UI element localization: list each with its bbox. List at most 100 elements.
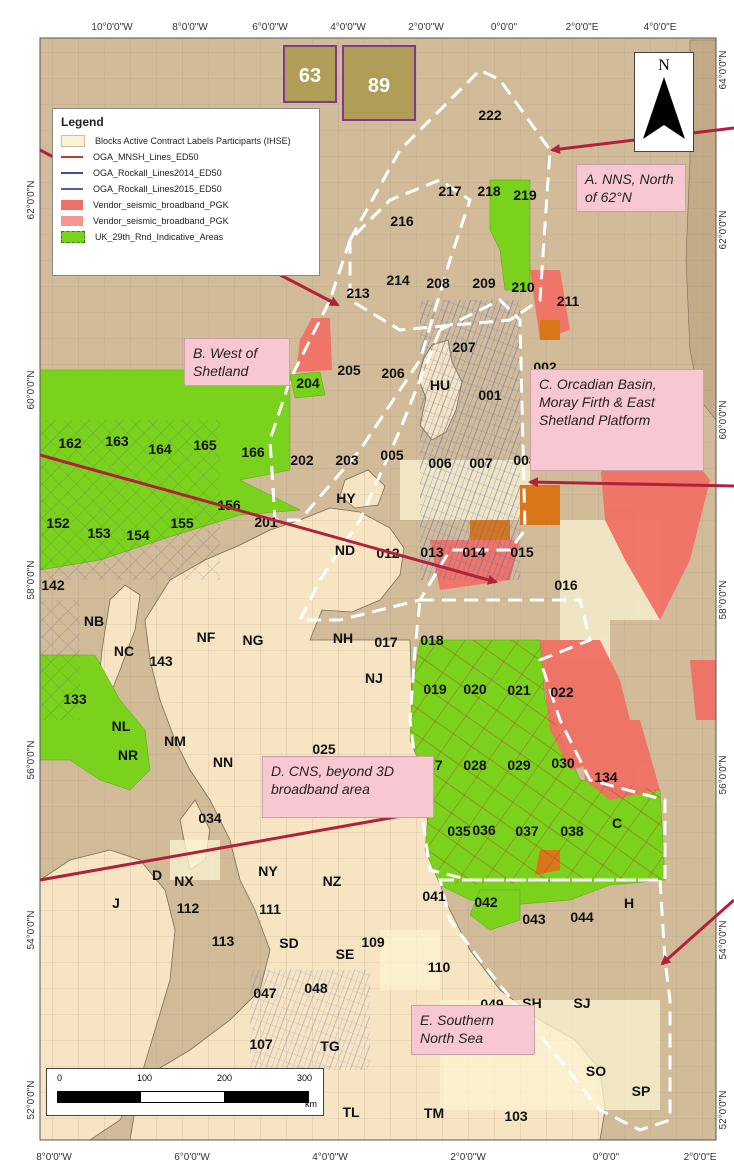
block-label: 216	[390, 213, 414, 229]
block-label: 022	[550, 684, 574, 700]
callout-c-orcadian-basin: C. Orcadian Basin, Moray Firth & East Sh…	[530, 369, 704, 471]
block-label: 163	[105, 433, 129, 449]
lat-label: 54°0'0"N	[718, 921, 729, 960]
block-label: 218	[477, 183, 501, 199]
lon-label: 4°0'0"W	[330, 22, 366, 33]
scale-bar: 0 100 200 300 km	[46, 1068, 324, 1116]
bottom-longitude-labels: 8°0'0"W 6°0'0"W 4°0'0"W 2°0'0"W 0°0'0" 2…	[36, 1152, 717, 1163]
lon-label: 6°0'0"W	[252, 22, 288, 33]
scale-bar-graphic	[57, 1091, 309, 1103]
block-label: 005	[380, 447, 404, 463]
lon-label: 2°0'0"W	[450, 1152, 486, 1163]
lat-label: 56°0'0"N	[718, 756, 729, 795]
block-label: NM	[164, 733, 186, 749]
block-label: 020	[463, 681, 487, 697]
lat-label: 58°0'0"N	[718, 581, 729, 620]
block-label: 037	[515, 823, 539, 839]
block-label: ND	[335, 542, 355, 558]
legend-label: UK_29th_Rnd_Indicative_Areas	[95, 232, 224, 242]
scale-unit: km	[305, 1099, 317, 1109]
legend-label: Vendor_seismic_broadband_PGK	[93, 200, 229, 210]
block-label: 034	[198, 810, 222, 826]
block-label: 107	[249, 1036, 273, 1052]
block-label: 001	[478, 387, 502, 403]
block-label: 048	[304, 980, 328, 996]
block-label: 036	[472, 822, 496, 838]
map-frame	[39, 37, 717, 1141]
scale-tick-label: 300	[297, 1073, 313, 1083]
block-label: 155	[170, 515, 194, 531]
lon-label: 8°0'0"W	[172, 22, 208, 33]
right-latitude-labels: 64°0'0"N 62°0'0"N 60°0'0"N 58°0'0"N 56°0…	[718, 51, 729, 1130]
block-label: 025	[312, 741, 336, 757]
legend-item: OGA_MNSH_Lines_ED50	[61, 149, 319, 165]
block-label: 210	[511, 279, 535, 295]
block-label: TL	[342, 1104, 360, 1120]
block-label: 103	[504, 1108, 528, 1124]
block-label: NG	[243, 632, 264, 648]
block-label: 042	[474, 894, 498, 910]
block-label: 110	[428, 959, 451, 975]
block-label: 209	[472, 275, 496, 291]
play-area-outlines	[268, 68, 672, 1132]
lon-label: 0°0'0"	[593, 1152, 620, 1163]
block-label: H	[624, 895, 634, 911]
block-label: 203	[335, 452, 359, 468]
block-label: 007	[469, 455, 493, 471]
block-label: NF	[197, 629, 216, 645]
legend-label: Blocks Active Contract Labels Participar…	[95, 136, 291, 146]
block-label: 015	[510, 544, 534, 560]
legend-swatch	[61, 135, 85, 147]
block-label: 035	[447, 823, 471, 839]
lat-label: 56°0'0"N	[26, 741, 37, 780]
legend-swatch	[61, 216, 83, 226]
block-label: SJ	[573, 995, 590, 1011]
block-label: 030	[551, 755, 575, 771]
legend-item: Vendor_seismic_broadband_PGK	[61, 197, 319, 213]
block-label: SE	[336, 946, 355, 962]
legend-label: OGA_Rockall_Lines2015_ED50	[93, 184, 222, 194]
quad-label: 63	[299, 65, 321, 87]
lon-label: 2°0'0"W	[408, 22, 444, 33]
block-label: J	[112, 895, 120, 911]
lat-label: 52°0'0"N	[26, 1081, 37, 1120]
block-label: 044	[570, 909, 594, 925]
block-label: 214	[386, 272, 410, 288]
lat-label: 54°0'0"N	[26, 911, 37, 950]
block-label: 217	[438, 183, 462, 199]
legend-label: Vendor_seismic_broadband_PGK	[93, 216, 229, 226]
legend-item: Vendor_seismic_broadband_PGK	[61, 213, 319, 229]
block-label: 028	[463, 757, 487, 773]
legend-swatch	[61, 200, 83, 210]
scale-tick-label: 0	[57, 1073, 63, 1083]
block-label: NH	[333, 630, 353, 646]
block-label: 154	[126, 527, 150, 543]
callout-b-west-of-shetland: B. West of Shetland	[184, 338, 290, 386]
block-label: 152	[46, 515, 70, 531]
block-label: 016	[554, 577, 578, 593]
legend-swatch	[61, 172, 83, 174]
block-label: NL	[112, 718, 131, 734]
block-label: 166	[241, 444, 265, 460]
block-label: 202	[290, 452, 314, 468]
block-label: NR	[118, 747, 138, 763]
quad-box-89: 89	[342, 45, 416, 121]
lat-label: 58°0'0"N	[26, 561, 37, 600]
legend-swatch	[61, 231, 85, 243]
legend-label: OGA_MNSH_Lines_ED50	[93, 152, 199, 162]
block-label: NB	[84, 613, 104, 629]
legend-item: OGA_Rockall_Lines2015_ED50	[61, 181, 319, 197]
block-label: 047	[253, 985, 277, 1001]
block-label: 219	[513, 187, 537, 203]
block-label: 201	[254, 514, 278, 530]
block-label: NZ	[323, 873, 342, 889]
block-label: 143	[149, 653, 173, 669]
block-label: 133	[63, 691, 87, 707]
legend-title: Legend	[61, 115, 104, 129]
map-legend: Legend Blocks Active Contract Labels Par…	[52, 108, 320, 276]
quad-label: 89	[368, 75, 390, 97]
callout-e-southern-north-sea: E. Southern North Sea	[411, 1005, 535, 1055]
block-label: 165	[193, 437, 217, 453]
block-label: 111	[259, 901, 281, 917]
